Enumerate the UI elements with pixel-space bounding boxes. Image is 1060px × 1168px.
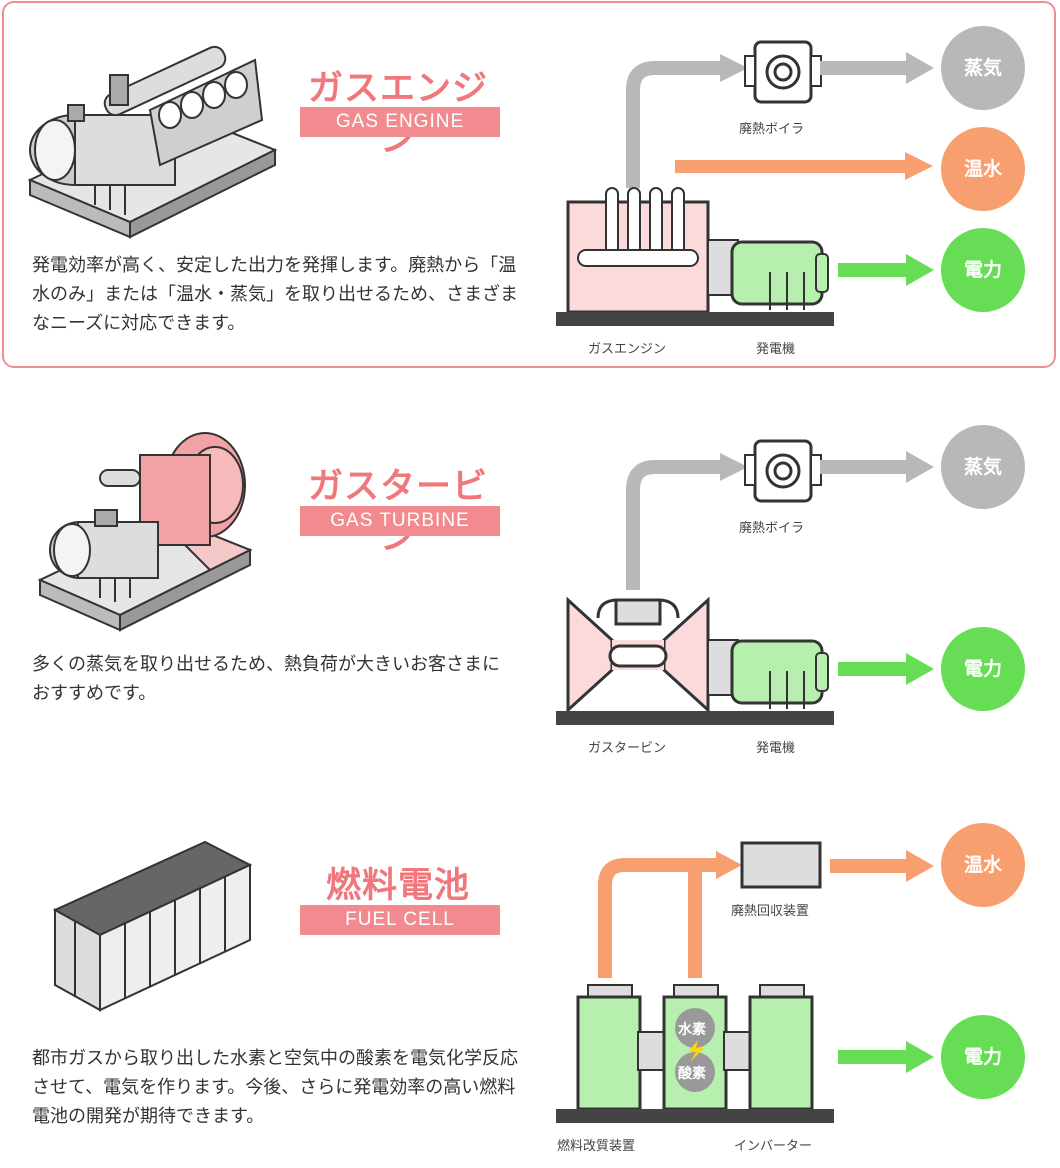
main-unit-label: ガスエンジン [588,342,667,357]
section-description: 発電効率が高く、安定した出力を発揮します。廃熱から「温水のみ」または「温水・蒸気… [32,255,518,334]
power-output-circle: 電力 [941,1015,1025,1099]
generator-label: 発電機 [756,741,796,756]
section-description: 都市ガスから取り出した水素と空気中の酸素を電気化学反応させて、電気を作ります。今… [32,1048,518,1127]
recovery-label: 廃熱回収装置 [731,904,810,919]
fuel-cell-illustration [52,840,253,1012]
gas-engine-illustration [27,45,278,239]
generator-label: 発電機 [756,342,796,357]
fuel-cell-flow [556,841,934,1123]
boiler-label: 廃熱ボイラ [739,122,805,137]
boiler-label: 廃熱ボイラ [739,521,805,536]
inverter-label: インバーター [734,1139,813,1154]
power-output-circle: 電力 [941,228,1025,312]
gas-engine-flow [556,40,934,326]
hot-water-output-circle: 温水 [941,127,1025,211]
steam-output-circle: 蒸気 [941,26,1025,110]
hot-water-output-circle: 温水 [941,823,1025,907]
section-title-en: GAS ENGINE [300,107,500,137]
section-title-en: GAS TURBINE [300,506,500,536]
oxygen-label: 酸素 [678,1066,706,1082]
gas-turbine-illustration [37,432,253,632]
hydrogen-label: 水素 [678,1022,706,1038]
gas-turbine-flow [556,439,934,725]
steam-output-circle: 蒸気 [941,425,1025,509]
section-description: 多くの蒸気を取り出せるため、熱負荷が大きいお客さまにおすすめです。 [32,654,500,704]
section-title-jp: 燃料電池 [325,866,470,906]
main-unit-label: ガスタービン [588,741,667,756]
reformer-label: 燃料改質装置 [557,1139,636,1154]
power-output-circle: 電力 [941,627,1025,711]
section-title-en: FUEL CELL [300,905,500,935]
